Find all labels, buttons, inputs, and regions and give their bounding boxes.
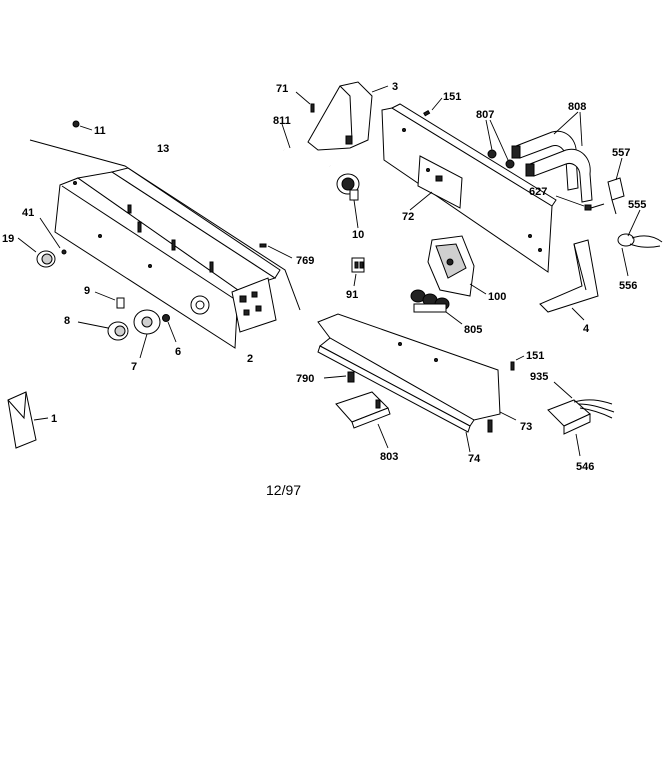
callout-label: 73 bbox=[520, 421, 532, 433]
callout-label: 13 bbox=[157, 143, 169, 155]
timer-part-100 bbox=[427, 235, 475, 297]
callout-label: 8 bbox=[64, 315, 70, 327]
valve-part-557 bbox=[607, 177, 625, 215]
callout-label: 1 bbox=[51, 413, 57, 425]
dial-part-7 bbox=[133, 309, 161, 335]
callout-label: 807 bbox=[476, 109, 494, 121]
screw-part-769 bbox=[259, 243, 267, 248]
callout-label: 808 bbox=[568, 101, 586, 113]
trim-strip-part-74 bbox=[317, 345, 471, 433]
pressure-switch-part-10 bbox=[336, 173, 360, 201]
end-cap-part-3 bbox=[307, 81, 373, 151]
washer-part-6 bbox=[162, 314, 170, 322]
callout-label: 71 bbox=[276, 83, 288, 95]
screw-part-151-top bbox=[423, 109, 431, 117]
callout-label: 790 bbox=[296, 373, 314, 385]
callout-label: 769 bbox=[296, 255, 314, 267]
callout-label: 6 bbox=[175, 346, 181, 358]
callout-label: 151 bbox=[526, 350, 544, 362]
callout-label: 4 bbox=[583, 323, 590, 335]
clip-part-627 bbox=[584, 203, 605, 211]
callout-label: 546 bbox=[576, 461, 594, 473]
callout-label: 91 bbox=[346, 289, 358, 301]
date-code: 12/97 bbox=[266, 482, 301, 498]
harness-part-556 bbox=[617, 233, 663, 248]
literature-envelope-part-1 bbox=[7, 391, 37, 449]
callout-label: 627 bbox=[529, 186, 547, 198]
callout-label: 557 bbox=[612, 147, 630, 159]
callout-label: 3 bbox=[392, 81, 398, 93]
callout-label: 803 bbox=[380, 451, 398, 463]
knob-part-19 bbox=[36, 249, 67, 268]
callout-label: 805 bbox=[464, 324, 482, 336]
callout-label: 19 bbox=[2, 233, 14, 245]
callout-label: 100 bbox=[488, 291, 506, 303]
callout-label: 72 bbox=[402, 211, 414, 223]
hose-part-811 bbox=[283, 149, 331, 167]
callout-label: 935 bbox=[530, 371, 548, 383]
callout-label: 9 bbox=[84, 285, 90, 297]
screw-part-11 bbox=[72, 120, 80, 128]
nut-part-807 bbox=[487, 149, 515, 169]
callout-label: 41 bbox=[22, 207, 34, 219]
switch-assembly-part-805 bbox=[410, 289, 450, 313]
callout-label: 151 bbox=[443, 91, 461, 103]
control-bracket-part-2 bbox=[231, 277, 277, 333]
callout-label: 556 bbox=[619, 280, 637, 292]
knob-part-8 bbox=[107, 321, 129, 341]
bracket-part-803 bbox=[335, 391, 391, 429]
spring-part-9 bbox=[116, 297, 125, 309]
fill-hose-part-808 bbox=[511, 130, 593, 203]
control-panel-part-13 bbox=[29, 139, 301, 349]
switch-part-91 bbox=[351, 257, 365, 273]
callout-label: 811 bbox=[273, 115, 291, 127]
front-panel-part-73 bbox=[317, 313, 501, 433]
end-cap-part-4 bbox=[539, 239, 599, 313]
screw-part-151-bottom bbox=[510, 361, 515, 371]
screw-part-71 bbox=[310, 103, 315, 113]
backsplash-panel-part-72 bbox=[381, 103, 557, 273]
wire-harness-part-546 bbox=[547, 399, 615, 435]
callout-label: 555 bbox=[628, 199, 646, 211]
callout-label: 2 bbox=[247, 353, 253, 365]
callout-label: 7 bbox=[131, 361, 137, 373]
callout-label: 11 bbox=[94, 125, 106, 137]
callout-label: 10 bbox=[352, 229, 364, 241]
clip-part-790 bbox=[347, 371, 355, 383]
callout-label: 74 bbox=[468, 453, 481, 465]
